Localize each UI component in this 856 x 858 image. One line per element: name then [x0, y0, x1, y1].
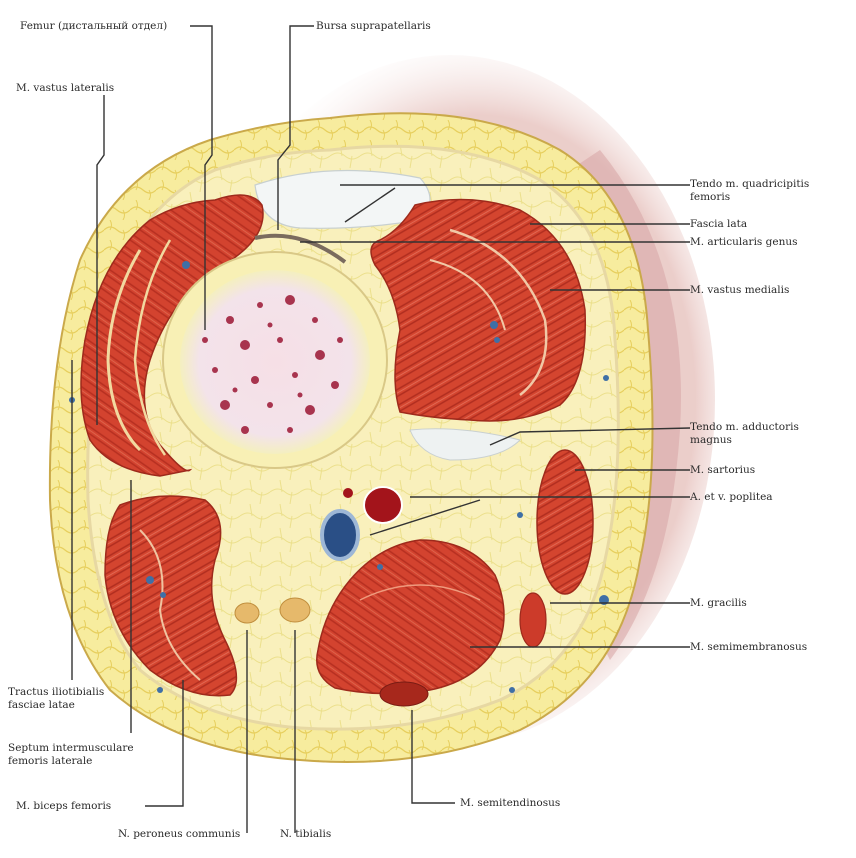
tibial-nerve [279, 597, 311, 623]
popliteal-artery [363, 486, 403, 524]
label-peroneus: N. peroneus communis [118, 828, 241, 840]
label-articularis-genus: M. articularis genus [690, 236, 798, 248]
label-poplitea: A. et v. poplitea [690, 491, 773, 503]
femur-marrow [180, 270, 370, 454]
label-bursa: Bursa suprapatellaris [316, 20, 431, 32]
label-vastus-lateralis: M. vastus lateralis [16, 82, 115, 94]
label-femur: Femur (дистальный отдел) [20, 20, 168, 32]
biceps-femoris-fold [139, 529, 201, 681]
vastus-medialis-fold [449, 228, 548, 396]
label-fascia-lata: Fascia lata [690, 218, 748, 230]
vastus-medialis-muscle [370, 198, 587, 422]
label-semitendinosus: M. semitendinosus [460, 797, 561, 809]
bursa-suprapatellaris [254, 169, 431, 229]
adductor-tendon [409, 428, 521, 461]
label-tendo-quadriceps: Tendo m. quadricipitis femoris [690, 178, 810, 203]
leader-lines [71, 25, 691, 833]
small-vessels [69, 261, 609, 693]
label-semimembranosus: M. semimembranosus [690, 641, 808, 653]
bone-marrow-dots [202, 295, 343, 434]
label-sartorius: M. sartorius [690, 464, 756, 476]
label-vastus-medialis: M. vastus medialis [690, 284, 790, 296]
sartorius-muscle [536, 449, 594, 595]
gracilis-muscle [519, 592, 547, 648]
popliteal-vein [320, 509, 360, 561]
label-tractus: Tractus iliotibialis fasciae latae [8, 686, 105, 711]
label-tibialis: N. tibialis [280, 828, 332, 840]
skin-shadow-right [570, 150, 681, 660]
semimembranosus-muscle [316, 539, 505, 695]
biceps-femoris-muscle [104, 495, 238, 697]
label-gracilis: M. gracilis [690, 597, 747, 609]
label-biceps: M. biceps femoris [16, 800, 112, 812]
peroneus-nerve [234, 602, 260, 624]
articularis-genus [254, 233, 347, 264]
vastus-lateralis-inner-2 [133, 239, 172, 456]
vastus-lateralis-muscle [80, 194, 264, 477]
vastus-lateralis-inner [106, 249, 142, 452]
small-artery [343, 488, 353, 498]
label-tendo-adductor: Tendo m. adductoris magnus [690, 421, 799, 446]
semitendinosus-muscle [379, 681, 429, 707]
semimembranosus-fold [359, 584, 481, 601]
label-septum: Septum intermusculare femoris laterale [8, 742, 134, 767]
vastus-medialis-fold-2 [429, 259, 506, 331]
